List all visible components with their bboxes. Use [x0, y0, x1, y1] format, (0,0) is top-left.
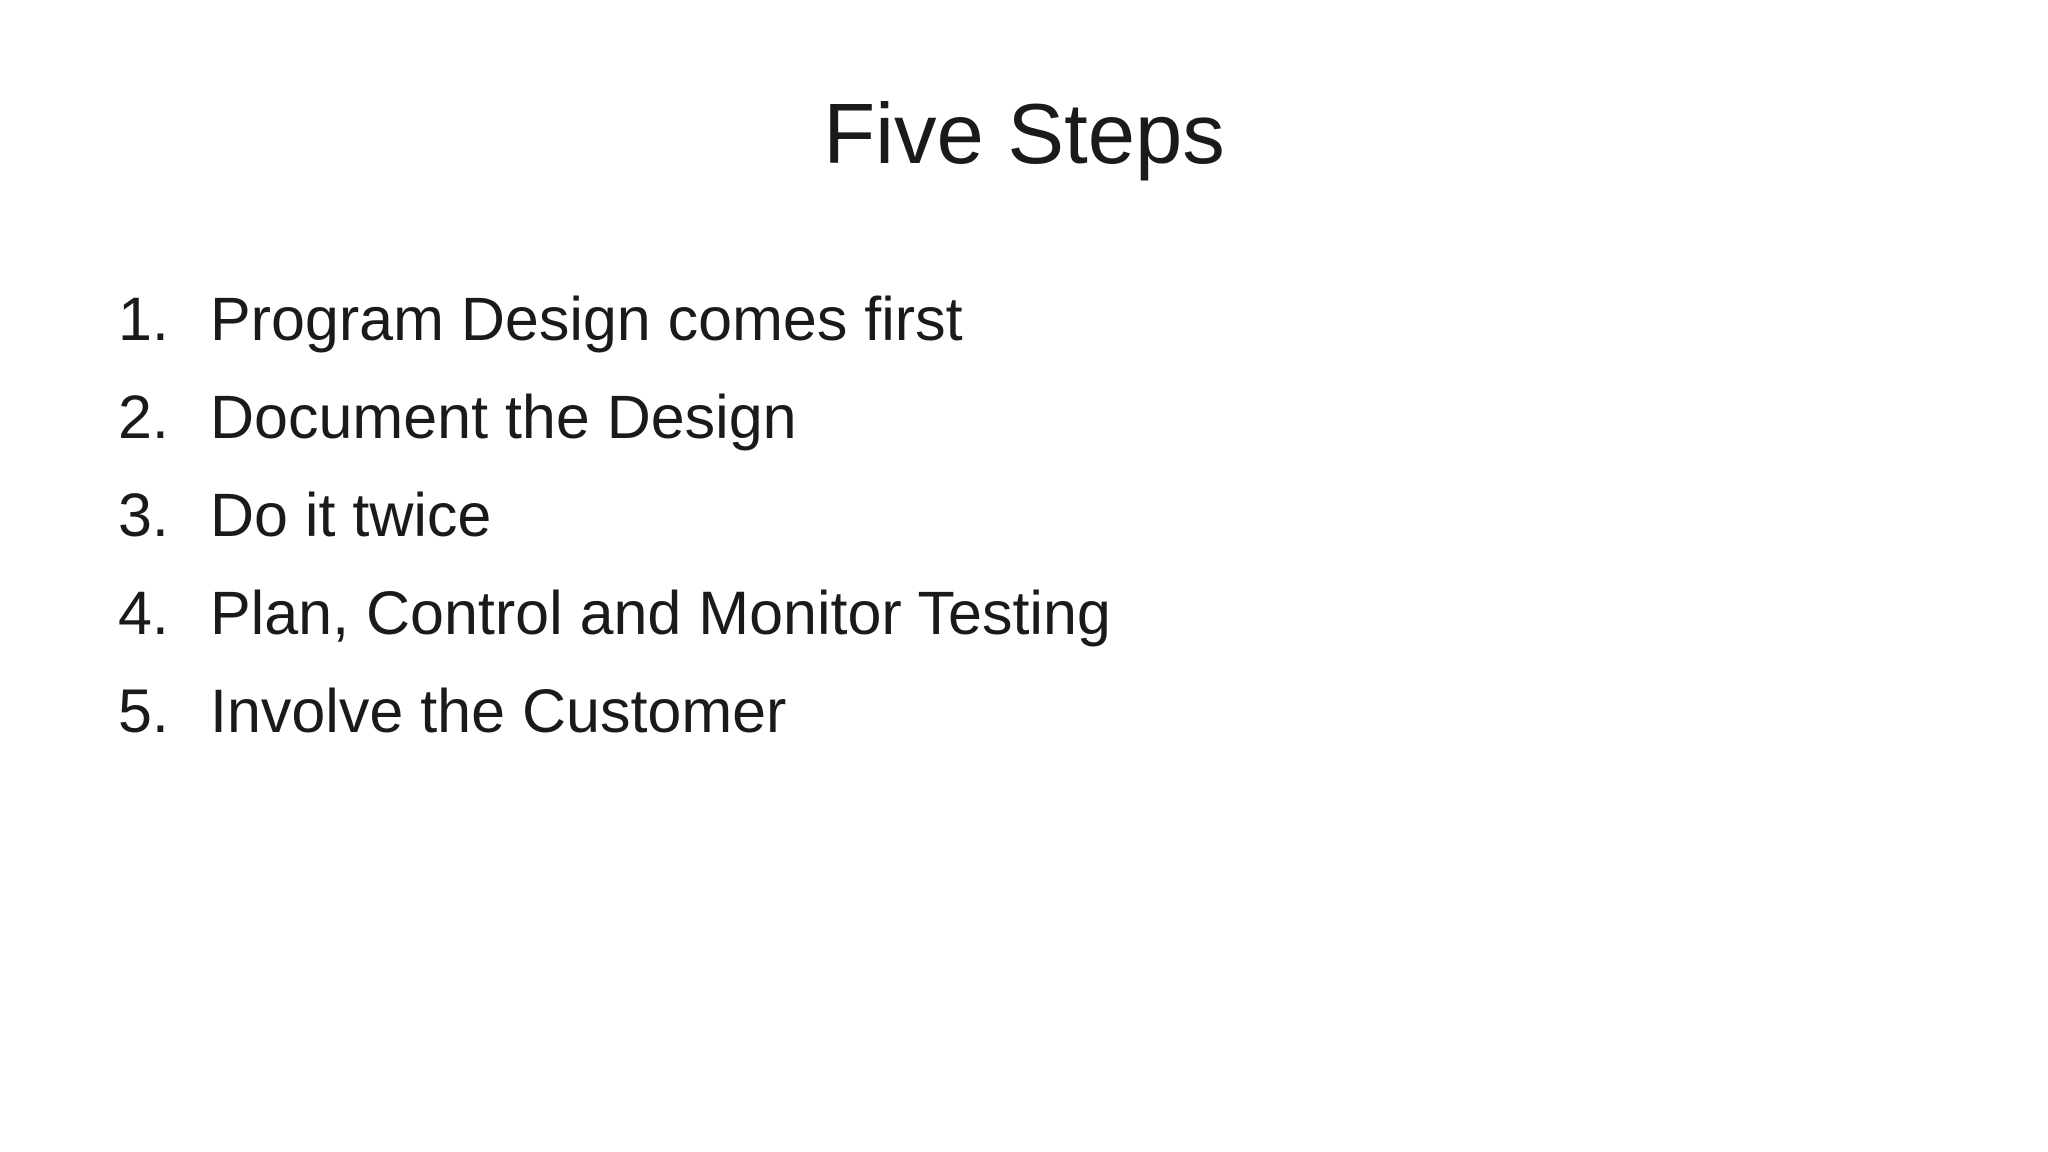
slide-title: Five Steps	[823, 87, 1225, 182]
list-item: 4. Plan, Control and Monitor Testing	[118, 564, 1928, 662]
list-item: 5. Involve the Customer	[118, 662, 1928, 760]
item-text: Do it twice	[210, 481, 492, 549]
item-number: 4.	[118, 579, 169, 647]
list-item: 1. Program Design comes first	[118, 270, 1928, 368]
list-item: 3. Do it twice	[118, 466, 1928, 564]
item-text: Plan, Control and Monitor Testing	[210, 579, 1111, 647]
item-number: 1.	[118, 285, 169, 353]
list-item: 2. Document the Design	[118, 368, 1928, 466]
item-number: 2.	[118, 383, 169, 451]
item-text: Document the Design	[210, 383, 797, 451]
item-text: Involve the Customer	[210, 677, 787, 745]
item-number: 5.	[118, 677, 169, 745]
item-number: 3.	[118, 481, 169, 549]
item-text: Program Design comes first	[210, 285, 963, 353]
numbered-list: 1. Program Design comes first 2. Documen…	[118, 270, 1928, 760]
